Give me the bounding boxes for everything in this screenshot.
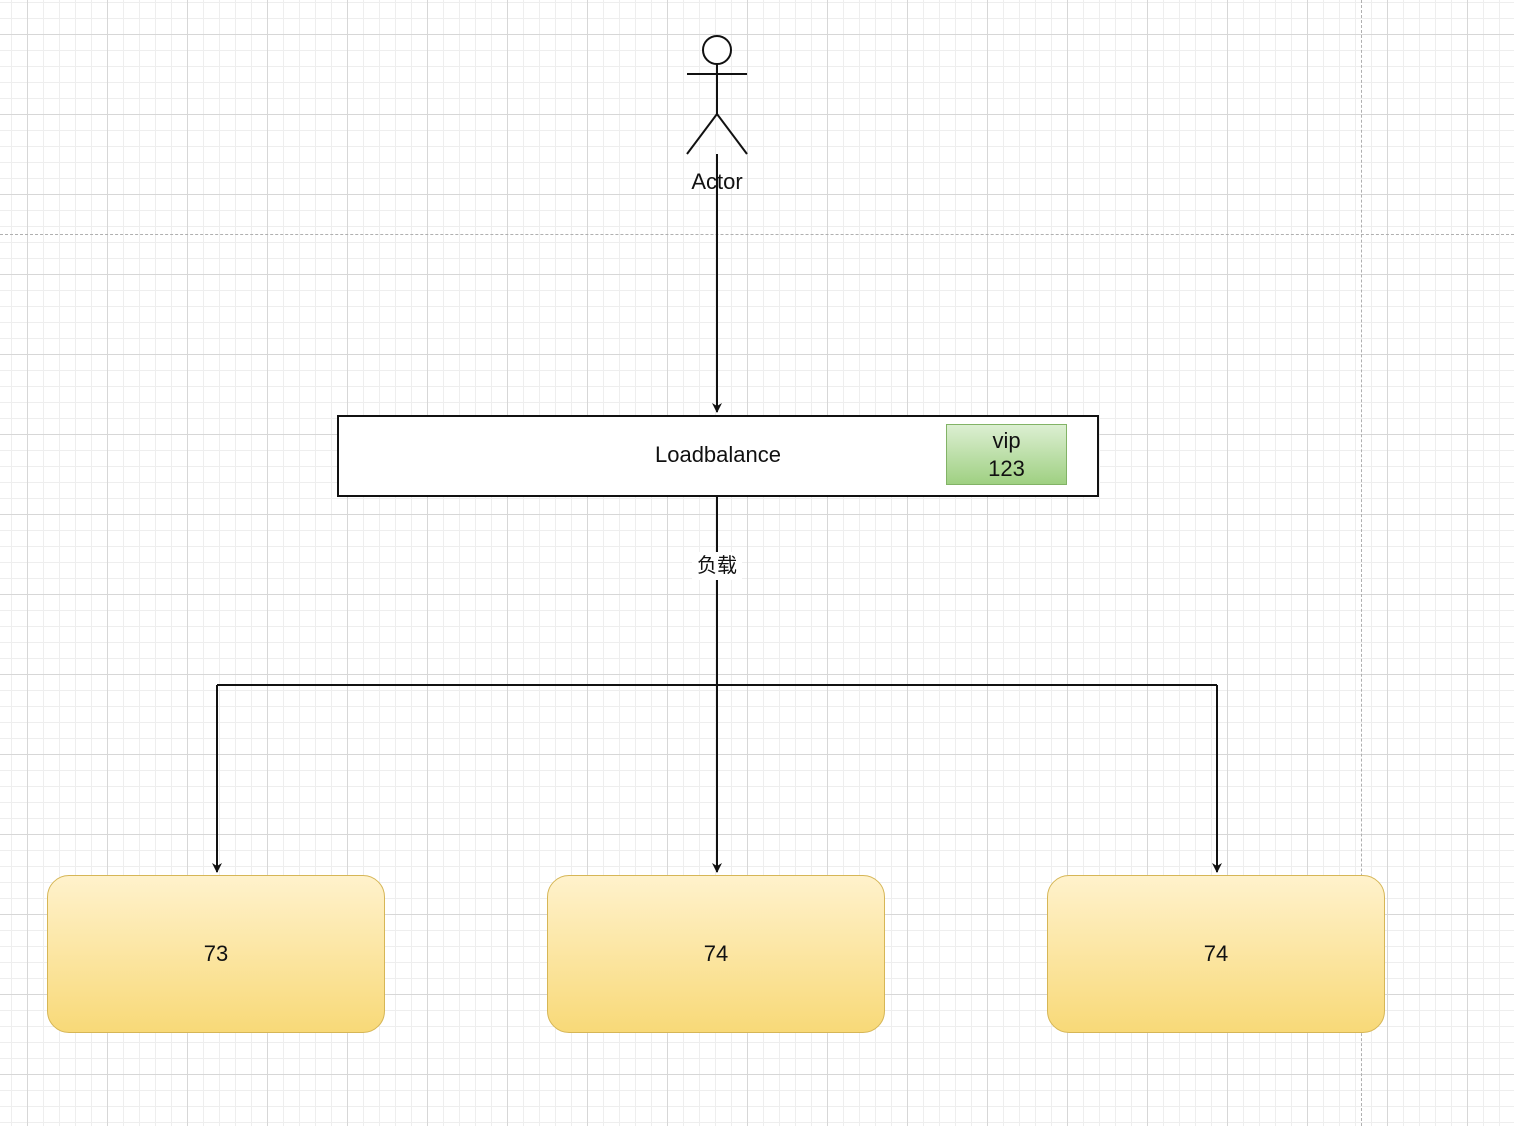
actor-label: Actor <box>691 169 743 194</box>
actor-leg-left <box>686 113 718 155</box>
server-label-1: 73 <box>203 941 229 966</box>
page-break-vertical <box>1361 0 1362 1126</box>
page-break-horizontal <box>0 234 1514 235</box>
actor-head <box>702 35 732 65</box>
edge-label-load: 负载 <box>692 552 742 580</box>
server-node-1[interactable]: 73 <box>47 875 385 1033</box>
actor-leg-right <box>716 113 748 155</box>
server-node-3[interactable]: 74 <box>1047 875 1385 1033</box>
vip-value: 123 <box>988 455 1025 481</box>
actor-figure[interactable] <box>686 35 748 155</box>
server-node-2[interactable]: 74 <box>547 875 885 1033</box>
loadbalancer-label: Loadbalance <box>654 442 781 467</box>
vip-label: vip <box>992 427 1021 453</box>
vip-node[interactable]: vip 123 <box>946 424 1067 485</box>
server-label-3: 74 <box>1203 941 1229 966</box>
server-label-2: 74 <box>703 941 729 966</box>
